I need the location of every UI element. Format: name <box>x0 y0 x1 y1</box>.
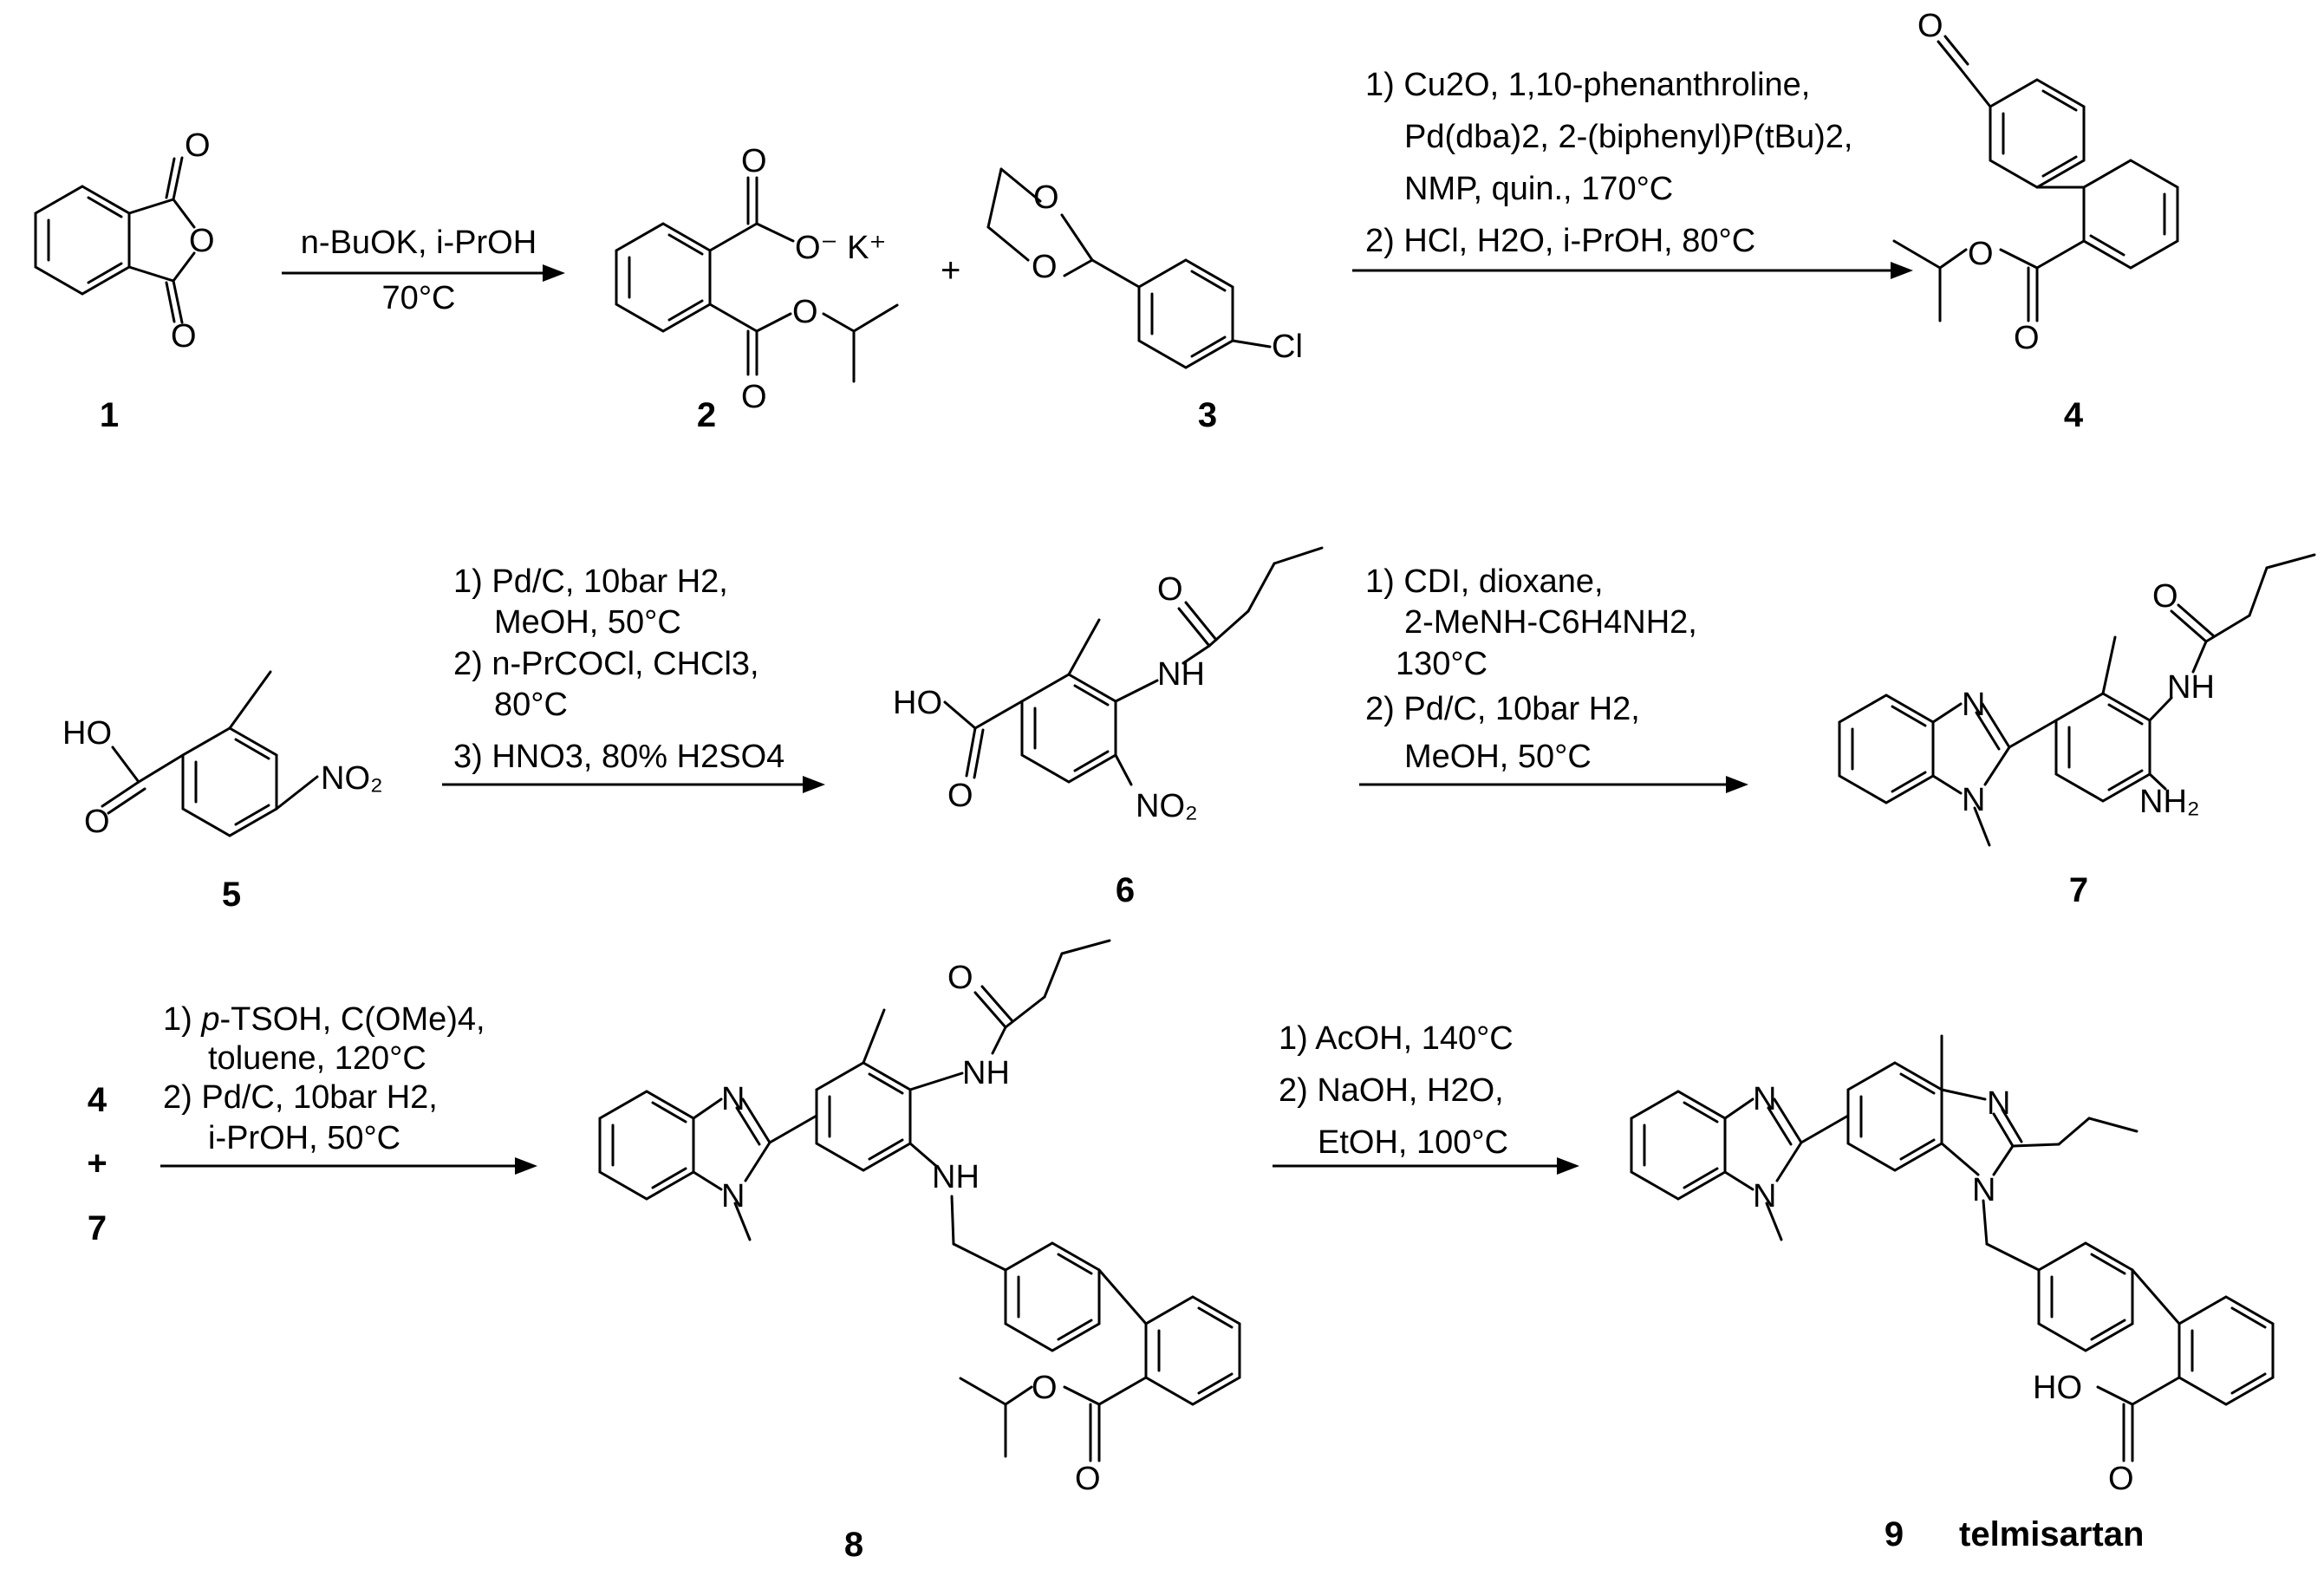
plus-sign-row1: + <box>941 251 960 290</box>
atom-N: N <box>721 1178 745 1215</box>
atom-O: O <box>185 127 211 164</box>
compound-3-label: 3 <box>1198 396 1217 434</box>
atom-NO2: NO₂ <box>321 760 383 797</box>
step2-line3: NMP, quin., 170°C <box>1404 171 1673 207</box>
atom-O: O <box>171 318 197 355</box>
telmisartan-name: telmisartan <box>1959 1515 2144 1553</box>
atom-O: O <box>741 143 767 179</box>
atom-N: N <box>1972 1172 1995 1208</box>
atom-O: O <box>1917 8 1943 44</box>
atom-N: N <box>1753 1178 1776 1215</box>
step3-line3: 2) n-PrCOCl, CHCl3, <box>453 646 759 682</box>
compound-9-label: 9 <box>1885 1515 1904 1553</box>
step2-line1: 1) Cu2O, 1,10-phenanthroline, <box>1365 67 1810 103</box>
atom-NH: NH <box>1157 656 1205 693</box>
step4-line2: 2-MeNH-C6H4NH2, <box>1404 604 1697 641</box>
step3-line5: 3) HNO3, 80% H2SO4 <box>453 739 784 775</box>
atom-O: O <box>792 294 818 330</box>
step4-line5: MeOH, 50°C <box>1404 739 1592 775</box>
atom-O: O <box>1968 236 1994 272</box>
atom-NH: NH <box>962 1055 1010 1091</box>
plus-sign-row3: + <box>87 1144 107 1182</box>
atom-NH: NH <box>932 1159 980 1195</box>
compound-9-structure: N N N N HO O <box>1630 1034 2275 1497</box>
step6-line1: 1) AcOH, 140°C <box>1279 1020 1514 1057</box>
step3-line2: MeOH, 50°C <box>494 604 681 641</box>
step3-line4: 80°C <box>494 687 568 723</box>
reactant-4-label: 4 <box>88 1081 107 1119</box>
atom-O: O <box>2152 578 2178 615</box>
compound-5-label: 5 <box>222 876 241 914</box>
atom-HO: HO <box>893 685 942 721</box>
atom-O: O <box>2108 1461 2134 1497</box>
compound-5-structure: HO O NO₂ <box>62 670 383 840</box>
compound-7-structure: N N NH O NH₂ <box>1838 553 2316 847</box>
compound-2-label: 2 <box>697 396 716 434</box>
step5-line3: 2) Pd/C, 10bar H2, <box>163 1079 438 1116</box>
atom-N: N <box>1962 782 1985 818</box>
atom-HO: HO <box>2033 1370 2082 1406</box>
step1-line2: 70°C <box>382 280 456 316</box>
atom-O: O <box>741 379 767 415</box>
step5-line1: 1) p-TSOH, C(OMe)4, <box>163 1001 485 1038</box>
atom-O: O <box>1033 179 1059 216</box>
compound-6-label: 6 <box>1116 871 1135 909</box>
step4-line4: 2) Pd/C, 10bar H2, <box>1365 691 1640 727</box>
atom-O: O <box>947 960 973 996</box>
step6-line3: EtOH, 100°C <box>1318 1124 1508 1161</box>
atom-NH: NH <box>2167 669 2215 706</box>
atom-N: N <box>1962 687 1985 723</box>
atom-O: O <box>189 223 215 259</box>
compound-1-structure: O O O <box>34 127 215 355</box>
step5-line4: i-PrOH, 50°C <box>208 1120 400 1156</box>
atom-N: N <box>1753 1081 1776 1117</box>
compound-6-structure: HO O NH O NO₂ <box>893 546 1324 824</box>
compound-4-structure: O O O <box>1892 8 2179 356</box>
atom-N: N <box>1987 1085 2010 1122</box>
step1-line1: n-BuOK, i-PrOH <box>301 225 537 261</box>
compound-7-label: 7 <box>2069 871 2088 909</box>
step3-line1: 1) Pd/C, 10bar H2, <box>453 563 728 600</box>
compound-4-label: 4 <box>2064 396 2084 434</box>
step4-line3: 130°C <box>1396 646 1487 682</box>
compound-2-structure: O O⁻ K⁺ O O <box>615 143 899 415</box>
atom-O: O <box>1075 1461 1101 1497</box>
atom-HO: HO <box>62 715 112 752</box>
reactant-7-label: 7 <box>88 1209 107 1247</box>
compound-8-structure: N N NH O NH O O <box>598 939 1241 1497</box>
atom-Cl: Cl <box>1272 329 1303 365</box>
atom-O: O <box>1157 571 1183 608</box>
atom-NH2: NH₂ <box>2139 784 2200 820</box>
compound-1-label: 1 <box>100 396 119 434</box>
step5-line2: toluene, 120°C <box>208 1040 426 1077</box>
atom-O: O <box>1032 1370 1058 1406</box>
atom-N: N <box>721 1081 745 1117</box>
compound-3-structure: O O Cl <box>986 167 1303 369</box>
atom-O-K: O⁻ K⁺ <box>795 230 887 266</box>
atom-O: O <box>947 778 973 814</box>
step2-line2: Pd(dba)2, 2-(biphenyl)P(tBu)2, <box>1404 119 1852 155</box>
atom-O: O <box>84 804 110 840</box>
step2-line4: 2) HCl, H2O, i-PrOH, 80°C <box>1365 223 1755 259</box>
atom-NO2: NO₂ <box>1136 788 1198 824</box>
step4-line1: 1) CDI, dioxane, <box>1365 563 1604 600</box>
atom-O: O <box>2014 320 2040 356</box>
compound-8-label: 8 <box>844 1526 863 1564</box>
step6-line2: 2) NaOH, H2O, <box>1279 1072 1504 1109</box>
atom-O: O <box>1032 249 1058 285</box>
